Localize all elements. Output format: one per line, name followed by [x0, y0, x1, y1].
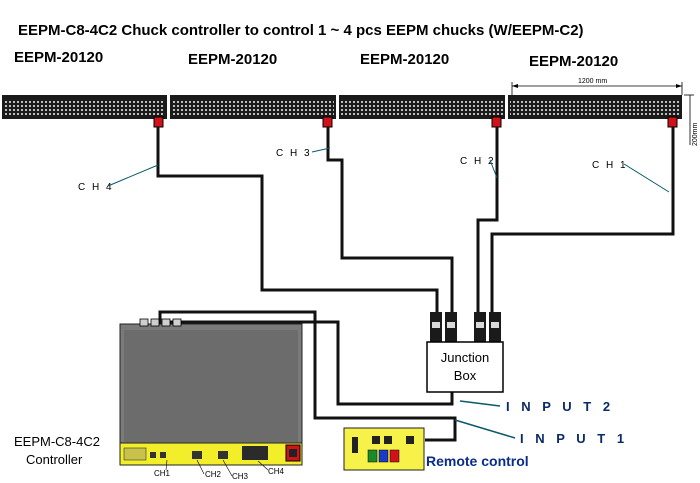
- chuck-2: [339, 95, 505, 119]
- width-dimension: 200mm: [684, 94, 699, 146]
- port-ch1-label: CH1: [154, 469, 171, 478]
- chuck-label-2: EEPM-20120: [360, 51, 449, 68]
- cable-ch2: [476, 127, 499, 318]
- chuck-connector-2: [491, 116, 502, 128]
- input2-label: I N P U T 2: [506, 399, 614, 414]
- port-ch3-label: CH3: [232, 472, 249, 481]
- junction-label-2: Box: [454, 368, 477, 383]
- controller-port-labels: CH1 CH2 CH3 CH4: [154, 459, 285, 481]
- chuck-1: [508, 95, 682, 119]
- ch1-label: C H 1: [592, 160, 628, 171]
- junction-label-1: Junction: [441, 350, 489, 365]
- ch3-label: C H 3: [276, 148, 312, 159]
- chuck-3: [170, 95, 336, 119]
- controller-label-1: EEPM-C8-4C2: [14, 434, 100, 449]
- input-labels: I N P U T 2 I N P U T 1: [454, 399, 628, 446]
- cable-ch3: [326, 127, 454, 318]
- port-ch4-label: CH4: [268, 467, 285, 476]
- ch2-label: C H 2: [460, 156, 496, 167]
- port-ch2-label: CH2: [205, 470, 222, 479]
- input1-label: I N P U T 1: [520, 431, 628, 446]
- chuck-connector-3: [322, 116, 333, 128]
- chuck-connector-4: [153, 116, 164, 128]
- chuck-connector-1: [667, 116, 678, 128]
- length-dimension: 1200 mm: [511, 78, 683, 95]
- channel-labels: C H 4 C H 3 C H 2 C H 1: [78, 147, 670, 193]
- controller-label-2: Controller: [26, 452, 83, 467]
- controller-labels: EEPM-C8-4C2 Controller: [14, 434, 100, 467]
- chuck-4: [2, 95, 167, 119]
- length-label: 1200 mm: [578, 78, 607, 85]
- diagram-title: EEPM-C8-4C2 Chuck controller to control …: [18, 22, 584, 39]
- remote-control-label: Remote control: [426, 453, 529, 469]
- controller: [119, 318, 303, 466]
- cable-ch1: [490, 127, 675, 318]
- ch4-label: C H 4: [78, 182, 114, 193]
- junction-connectors: [430, 312, 501, 342]
- chuck-label-3: EEPM-20120: [188, 51, 277, 68]
- width-label: 200mm: [692, 122, 699, 146]
- cable-input1: [158, 310, 457, 442]
- remote-control: [343, 427, 425, 471]
- chuck-label-1: EEPM-20120: [529, 53, 618, 70]
- chuck-label-4: EEPM-20120: [14, 49, 103, 66]
- cable-ch4: [156, 127, 439, 318]
- junction-box: Junction Box: [426, 341, 504, 393]
